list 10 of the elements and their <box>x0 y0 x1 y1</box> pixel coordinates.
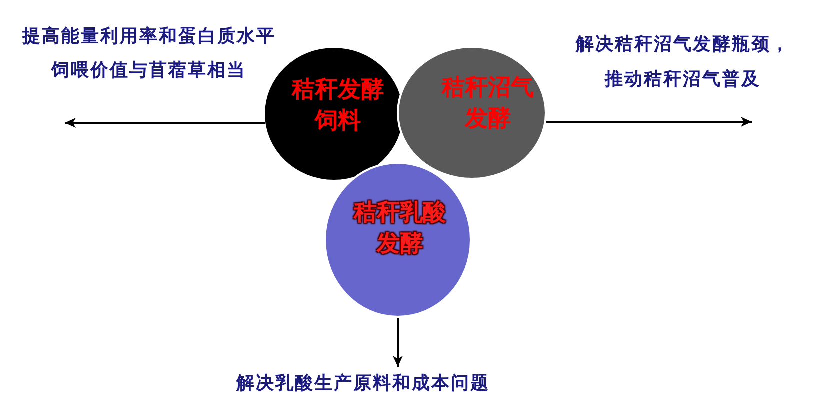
outcome-text: 解决秸秆沼气发酵瓶颈，推动秸秆沼气普及 <box>574 33 792 92</box>
arrow <box>393 318 403 367</box>
circle-label: 秸秆沼气发酵 <box>440 73 535 134</box>
circle-label: 秸秆发酵饲料 <box>290 75 385 136</box>
arrow <box>65 118 266 128</box>
outcome-text: 解决乳酸生产原料和成本问题 <box>236 372 490 396</box>
arrow <box>546 117 752 127</box>
circle-label: 秸秆乳酸发酵 <box>352 198 447 259</box>
outcome-text: 提高能量利用率和蛋白质水平 <box>22 25 276 49</box>
outcome-text: 饲喂价值与苜蓿草相当 <box>52 59 246 83</box>
